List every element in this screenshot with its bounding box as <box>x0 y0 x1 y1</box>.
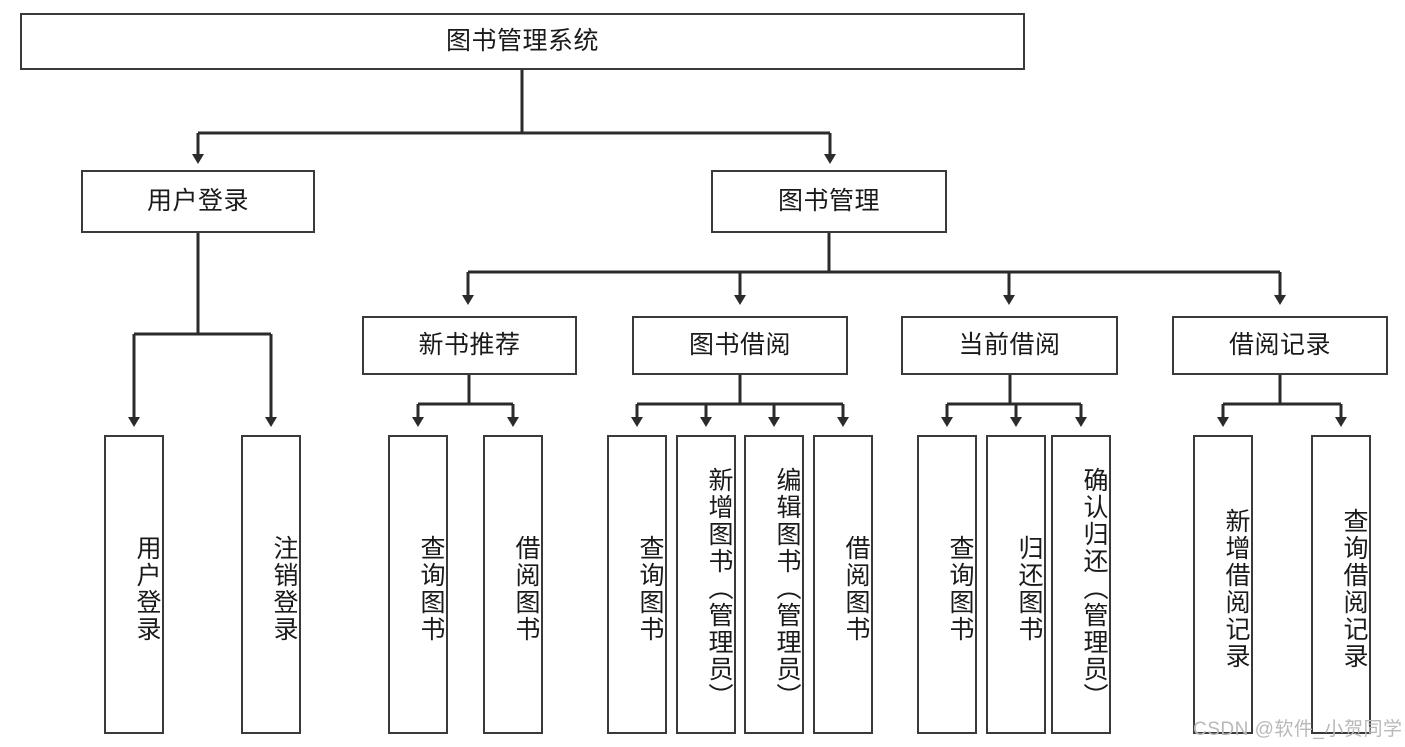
leaf-borrow-edit-book-admin[interactable]: 编辑图书（管理员） <box>744 435 804 734</box>
leaf-label: 新增借阅记录 <box>1222 507 1250 670</box>
node-user-login-label: 用户登录 <box>146 187 249 216</box>
leaf-borrow-borrow-book[interactable]: 借阅图书 <box>813 435 873 734</box>
node-borrow-record[interactable]: 借阅记录 <box>1172 316 1388 375</box>
leaf-borrow-add-book-admin[interactable]: 新增图书（管理员） <box>676 435 736 734</box>
node-borrow-record-label: 借阅记录 <box>1228 331 1331 360</box>
node-current-borrow-label: 当前借阅 <box>958 331 1061 360</box>
leaf-label: 查询图书 <box>636 534 664 643</box>
leaf-label: 归还图书 <box>1015 534 1043 643</box>
leaf-label: 查询图书 <box>946 534 974 643</box>
leaf-label: 查询借阅记录 <box>1340 507 1368 670</box>
leaf-label: 借阅图书 <box>842 534 870 643</box>
leaf-current-confirm-return-admin[interactable]: 确认归还（管理员） <box>1051 435 1111 734</box>
node-root-label: 图书管理系统 <box>445 27 599 56</box>
node-root[interactable]: 图书管理系统 <box>20 13 1025 70</box>
leaf-recommend-query-book[interactable]: 查询图书 <box>388 435 448 734</box>
node-new-book-recommend-label: 新书推荐 <box>418 331 521 360</box>
leaf-recommend-borrow-book[interactable]: 借阅图书 <box>483 435 543 734</box>
leaf-label: 新增图书（管理员） <box>705 467 733 710</box>
node-current-borrow[interactable]: 当前借阅 <box>901 316 1118 375</box>
leaf-record-query-record[interactable]: 查询借阅记录 <box>1311 435 1371 734</box>
leaf-record-add-record[interactable]: 新增借阅记录 <box>1193 435 1253 734</box>
leaf-label: 借阅图书 <box>512 534 540 643</box>
leaf-borrow-query-book[interactable]: 查询图书 <box>607 435 667 734</box>
leaf-label: 用户登录 <box>133 534 161 643</box>
node-book-management-label: 图书管理 <box>777 187 880 216</box>
leaf-label: 查询图书 <box>417 534 445 643</box>
csdn-watermark: CSDN @软件_小贺同学 <box>1193 719 1403 740</box>
node-book-borrow-label: 图书借阅 <box>688 331 791 360</box>
leaf-current-return-book[interactable]: 归还图书 <box>986 435 1046 734</box>
leaf-user-login-login[interactable]: 用户登录 <box>104 435 164 734</box>
node-new-book-recommend[interactable]: 新书推荐 <box>362 316 577 375</box>
leaf-current-query-book[interactable]: 查询图书 <box>917 435 977 734</box>
node-book-management[interactable]: 图书管理 <box>711 170 947 233</box>
node-book-borrow[interactable]: 图书借阅 <box>632 316 848 375</box>
leaf-label: 注销登录 <box>270 534 298 643</box>
leaf-label: 确认归还（管理员） <box>1080 467 1108 710</box>
node-user-login[interactable]: 用户登录 <box>81 170 315 233</box>
leaf-user-login-logout[interactable]: 注销登录 <box>241 435 301 734</box>
leaf-label: 编辑图书（管理员） <box>773 467 801 710</box>
